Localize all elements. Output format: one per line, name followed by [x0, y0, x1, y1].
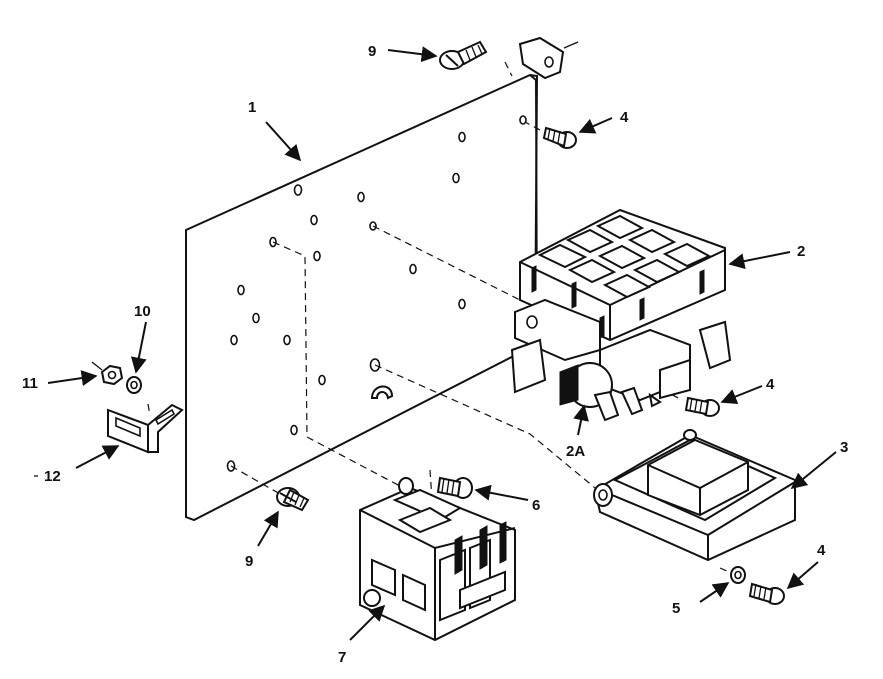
callout-1: 1 — [248, 99, 256, 116]
plate-slot — [370, 385, 394, 400]
callout-9-bottom: 9 — [245, 553, 253, 570]
callout-9-top: 9 — [368, 43, 376, 60]
callout-6: 6 — [532, 497, 540, 514]
callout-2: 2 — [797, 243, 805, 260]
callout-2a: 2A — [566, 443, 585, 460]
transformer — [593, 429, 796, 562]
relay — [510, 208, 732, 422]
callout-11: 11 — [22, 375, 38, 392]
callout-labels: 1 9 4 2 4 2A 3 4 5 6 7 9 10 11 12 — [22, 43, 848, 666]
assembly-lines — [230, 121, 739, 577]
bracket-12 — [107, 403, 184, 454]
washer-5 — [730, 566, 746, 584]
callout-3: 3 — [840, 439, 848, 456]
callout-10: 10 — [134, 303, 151, 320]
plate-bracket — [504, 36, 579, 80]
screw-4-mid — [684, 396, 720, 417]
washer-10 — [126, 376, 142, 394]
callout-4-bottom: 4 — [817, 542, 826, 559]
callout-5: 5 — [672, 600, 680, 617]
screw-9-top — [439, 40, 488, 70]
mounting-plate — [185, 36, 579, 522]
callout-12: 12 — [44, 468, 61, 485]
contactor — [359, 477, 516, 642]
callout-7: 7 — [338, 649, 346, 666]
plate-holes — [226, 131, 466, 472]
nut-11 — [91, 361, 124, 386]
screw-9-bottom — [276, 487, 310, 512]
leader-lines — [47, 46, 837, 641]
callout-4-top: 4 — [620, 109, 629, 126]
screw-4-top — [519, 115, 577, 149]
screw-6 — [436, 476, 473, 499]
screw-4-bottom — [748, 582, 785, 605]
callout-4-mid: 4 — [766, 376, 775, 393]
